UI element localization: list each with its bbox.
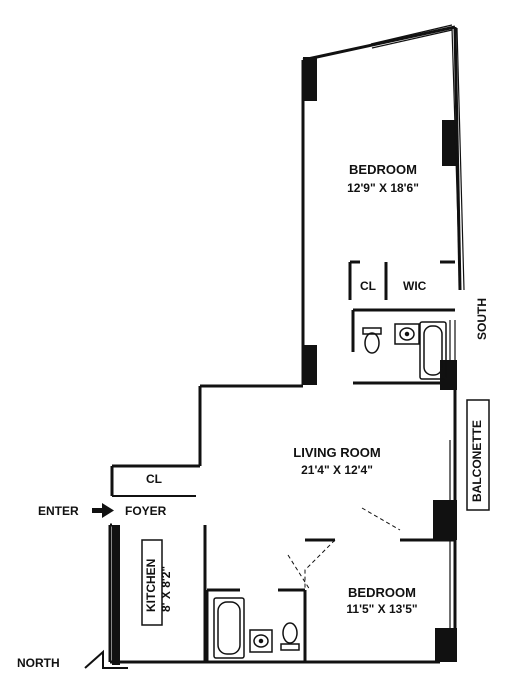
balconette-label: BALCONETTE — [470, 420, 484, 502]
foyer-label: FOYER — [125, 504, 167, 518]
master-bedroom-north-wall — [302, 25, 456, 62]
east-window-2 — [449, 440, 456, 500]
sink-icon — [249, 629, 273, 653]
kitchen-name: KITCHEN — [144, 558, 158, 612]
wall-accents — [112, 57, 457, 665]
east-window-1 — [451, 27, 465, 291]
north-window-1 — [370, 24, 453, 49]
bedroom-second-name: BEDROOM — [348, 585, 416, 600]
bedroom-master-name: BEDROOM — [349, 162, 417, 177]
bathtub-icon — [419, 321, 447, 380]
bedroom-master-dims: 12'9" X 18'6" — [347, 181, 419, 195]
closet-bedroom-label: CL — [360, 279, 376, 293]
east-window-3 — [449, 540, 456, 628]
living-closet-door — [361, 507, 401, 531]
bath1-fixtures — [362, 321, 447, 380]
balconette-box — [466, 399, 490, 511]
bathtub-icon — [213, 597, 245, 659]
closet-foyer-label: CL — [146, 472, 162, 486]
kitchen-north-wall — [108, 523, 112, 662]
living-room-name: LIVING ROOM — [293, 445, 381, 460]
south-bath-window — [449, 320, 456, 362]
bedroom2-door-swing-2 — [287, 554, 311, 591]
wic-label: WIC — [403, 279, 427, 293]
windows — [370, 24, 465, 628]
toilet-icon — [280, 622, 300, 651]
bedroom-closet-wall — [348, 260, 360, 300]
enter-label: ENTER — [38, 504, 79, 518]
sink-icon — [394, 323, 420, 345]
kitchen-counter — [141, 539, 163, 626]
doors — [287, 507, 401, 591]
arrow-right-icon — [92, 503, 114, 518]
kitchen-dims: 8' X 8'2" — [159, 565, 173, 612]
north-label: NORTH — [17, 656, 60, 670]
living-room-dims: 21'4" X 12'4" — [301, 463, 373, 477]
bedroom2-door-swing — [304, 539, 336, 590]
north-arrow-icon — [84, 649, 128, 669]
toilet-icon — [362, 327, 382, 354]
south-label: SOUTH — [475, 298, 489, 340]
bath2-fixtures — [213, 597, 300, 659]
bedroom-second-dims: 11'5" X 13'5" — [346, 602, 418, 616]
